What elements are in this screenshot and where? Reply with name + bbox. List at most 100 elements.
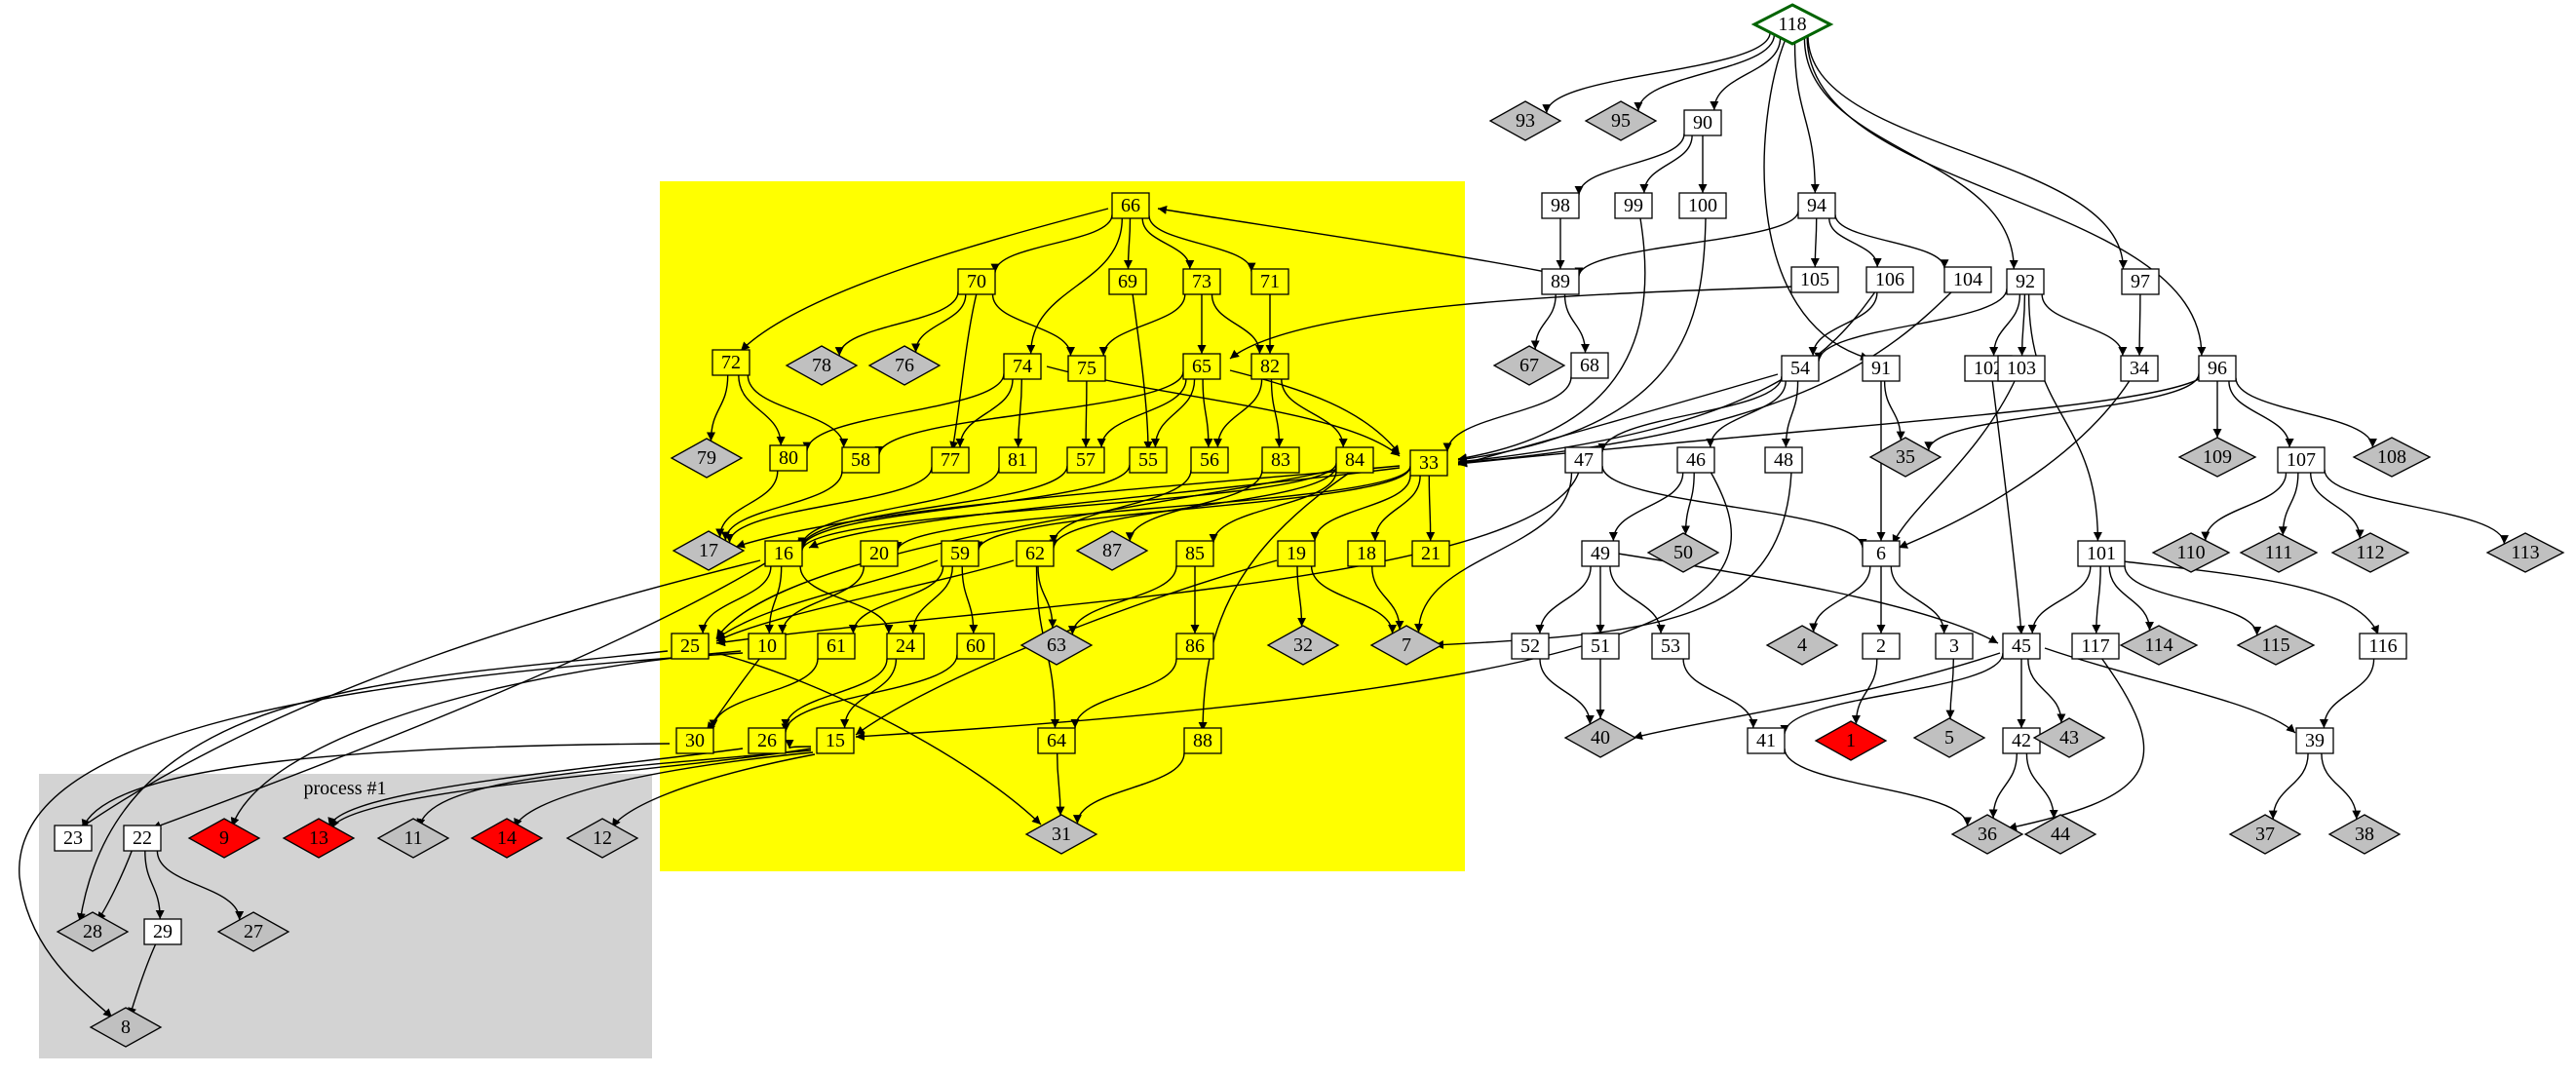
edge-118-to-96 [1806, 36, 2207, 357]
node-32-label: 32 [1293, 634, 1313, 656]
node-60: 60 [956, 633, 995, 660]
edge-96-to-33 [1457, 377, 2202, 468]
node-39-shape [2295, 727, 2334, 754]
node-32-shape [1266, 625, 1340, 666]
edge-30-to-23 [81, 743, 671, 829]
edge-10-to-9 [230, 650, 742, 827]
edge-64-to-31 [1056, 752, 1065, 816]
node-52-label: 52 [1520, 635, 1540, 657]
node-33-label: 33 [1419, 452, 1439, 474]
edge-33-to-59 [974, 466, 1411, 551]
edge-39-to-37 [2268, 752, 2309, 820]
node-106-label: 106 [1875, 269, 1904, 290]
node-18-label: 18 [1357, 543, 1376, 564]
node-115-label: 115 [2261, 634, 2289, 656]
edge-70-to-75 [991, 293, 1075, 357]
node-49-label: 49 [1591, 543, 1610, 564]
edge-101-to-45 [2027, 565, 2092, 634]
node-47-label: 47 [1574, 449, 1594, 471]
cluster-process-label: process #1 [304, 778, 387, 799]
edge-72-to-80 [738, 374, 786, 446]
edge-18-to-7 [1371, 565, 1404, 630]
node-109: 109 [2177, 437, 2257, 478]
edge-92-to-101 [2027, 293, 2102, 542]
edge-77-to-17 [725, 467, 933, 543]
node-8-label: 8 [121, 1017, 131, 1038]
node-40-label: 40 [1591, 727, 1610, 749]
node-112-shape [2330, 532, 2410, 573]
node-84-label: 84 [1345, 449, 1365, 471]
edge-66-to-69 [1124, 217, 1134, 270]
node-3-label: 3 [1949, 635, 1959, 657]
node-36-label: 36 [1978, 824, 1997, 845]
node-71-label: 71 [1260, 271, 1280, 292]
node-45: 45 [2002, 633, 2041, 660]
node-81-label: 81 [1008, 449, 1027, 471]
node-46-label: 46 [1686, 449, 1706, 471]
node-60-shape [956, 633, 995, 660]
node-50-shape [1646, 532, 1720, 573]
node-86: 86 [1175, 633, 1214, 660]
edge-66-to-74 [1026, 217, 1123, 355]
node-73: 73 [1182, 268, 1221, 295]
node-97: 97 [2121, 268, 2160, 295]
node-66: 66 [1111, 192, 1150, 219]
node-101-shape [2077, 540, 2126, 567]
edge-118-to-92 [1803, 37, 2019, 270]
edge-59-to-24 [908, 565, 953, 634]
node-93: 93 [1488, 100, 1562, 141]
node-25-shape [671, 633, 710, 660]
node-17: 17 [672, 530, 746, 571]
edge-54-to-46 [1706, 380, 1787, 448]
node-76: 76 [867, 345, 942, 386]
node-96-shape [2198, 355, 2237, 382]
node-33-shape [1409, 449, 1448, 477]
node-15-label: 15 [826, 730, 845, 751]
node-117-shape [2071, 633, 2120, 660]
node-55-label: 55 [1138, 449, 1158, 471]
node-117-label: 117 [2081, 635, 2109, 657]
node-56-label: 56 [1200, 449, 1219, 471]
edge-105-to-65 [1229, 286, 1796, 360]
edge-49-to-52 [1535, 565, 1592, 634]
node-63: 63 [1019, 625, 1094, 666]
node-115-shape [2236, 625, 2316, 666]
node-74: 74 [1003, 353, 1042, 380]
node-85-label: 85 [1185, 543, 1205, 564]
node-6-label: 6 [1876, 543, 1886, 564]
node-106-shape [1865, 266, 1914, 293]
node-101-label: 101 [2087, 543, 2116, 564]
node-35-shape [1868, 437, 1942, 478]
node-108-label: 108 [2377, 446, 2406, 468]
node-100: 100 [1678, 192, 1727, 219]
node-67: 67 [1492, 345, 1566, 386]
node-14: 14 [470, 818, 544, 859]
node-9: 9 [187, 818, 261, 859]
node-95-label: 95 [1611, 110, 1631, 132]
node-20-label: 20 [869, 543, 889, 564]
node-57-shape [1066, 446, 1105, 474]
node-111-label: 111 [2265, 542, 2293, 563]
node-93-label: 93 [1516, 110, 1535, 132]
node-37-label: 37 [2255, 824, 2275, 845]
node-99-label: 99 [1624, 195, 1643, 216]
edge-layer [19, 32, 2509, 1018]
node-28: 28 [56, 911, 130, 952]
node-100-shape [1678, 192, 1727, 219]
node-54-label: 54 [1790, 358, 1810, 379]
edge-101-to-115 [2124, 565, 2262, 635]
node-83-label: 83 [1271, 449, 1290, 471]
node-7: 7 [1369, 625, 1443, 666]
edge-54-to-47 [1597, 375, 1783, 453]
edge-88-to-31 [1072, 752, 1185, 825]
edge-66-to-70 [990, 214, 1113, 273]
node-50-label: 50 [1673, 542, 1693, 563]
edge-65-to-58 [874, 371, 1184, 455]
node-69: 69 [1108, 268, 1147, 295]
edge-46-to-49 [1608, 472, 1684, 542]
node-2-label: 2 [1876, 635, 1886, 657]
node-112: 112 [2330, 532, 2410, 573]
edge-82-to-84 [1281, 378, 1348, 448]
